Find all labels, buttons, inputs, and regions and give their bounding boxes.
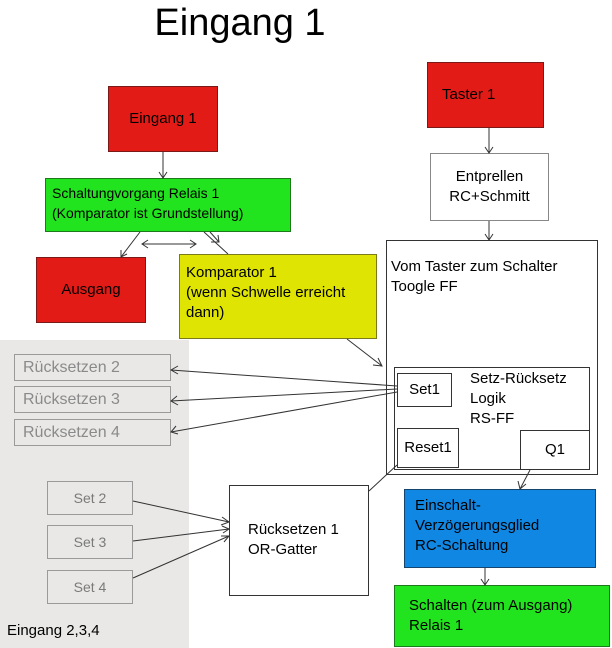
schalten-line-1: Schalten (zum Ausgang) (409, 597, 573, 614)
schaltvorgang-line-2: (Komparator ist Grundstellung) (52, 205, 244, 221)
einschalt-line-1: Einschalt- (415, 497, 481, 514)
ruecksetzen-2-box: Rücksetzen 2 (14, 354, 171, 381)
set-4-box: Set 4 (47, 570, 133, 604)
ruecksetzen-or-gate-box: Rücksetzen 1 OR-Gatter (229, 485, 369, 596)
einschalt-delay-box: Einschalt- Verzögerungsglied RC-Schaltun… (404, 489, 596, 568)
schaltvorgang-line-1: Schaltungvorgang Relais 1 (52, 185, 220, 201)
toggle-ff-line-2: Toogle FF (391, 278, 458, 295)
set-3-box: Set 3 (47, 525, 133, 559)
komparator-line-2: (wenn Schwelle erreicht (186, 284, 346, 301)
einschalt-line-3: RC-Schaltung (415, 537, 509, 554)
entprellen-line-1: Entprellen (455, 168, 524, 185)
page-title: Eingang 1 (154, 2, 326, 44)
set-2-box: Set 2 (47, 481, 133, 515)
rs-ff-line-3: RS-FF (470, 410, 515, 427)
ausgang-box: Ausgang (36, 257, 146, 323)
rs-ff-label: Setz-Rücksetz Logik RS-FF (470, 369, 567, 429)
komparator-line-3: dann) (186, 304, 225, 321)
q1-box: Q1 (520, 430, 590, 470)
ruecksetzen-3-box: Rücksetzen 3 (14, 386, 171, 413)
schalten-line-2: Relais 1 (409, 617, 464, 634)
rs-ff-line-1: Setz-Rücksetz (470, 370, 567, 387)
rs-ff-box (394, 367, 590, 470)
schaltvorgang-relais-box: Schaltungvorgang Relais 1 (Komparator is… (45, 178, 291, 232)
toggle-ff-line-1: Vom Taster zum Schalter (391, 258, 558, 275)
eingang-1-box: Eingang 1 (108, 86, 218, 152)
schalten-relais-box: Schalten (zum Ausgang) Relais 1 (394, 585, 610, 647)
ruecksetzen-4-box: Rücksetzen 4 (14, 419, 171, 446)
komparator-line-1: Komparator 1 (186, 264, 277, 281)
or-gate-line-1: Rücksetzen 1 (248, 521, 339, 538)
einschalt-line-2: Verzögerungsglied (415, 517, 540, 534)
reset1-box: Reset1 (397, 428, 459, 468)
or-gate-line-2: OR-Gatter (248, 541, 318, 558)
entprellen-line-2: RC+Schmitt (449, 188, 530, 205)
taster-1-box: Taster 1 (427, 62, 544, 128)
inputs-panel-label: Eingang 2,3,4 (7, 622, 100, 639)
inputs-2-3-4-panel (0, 340, 189, 648)
set1-box: Set1 (397, 373, 452, 407)
komparator-1-box: Komparator 1 (wenn Schwelle erreicht dan… (179, 254, 377, 339)
entprellen-box: Entprellen RC+Schmitt (430, 153, 549, 221)
rs-ff-line-2: Logik (470, 390, 506, 407)
